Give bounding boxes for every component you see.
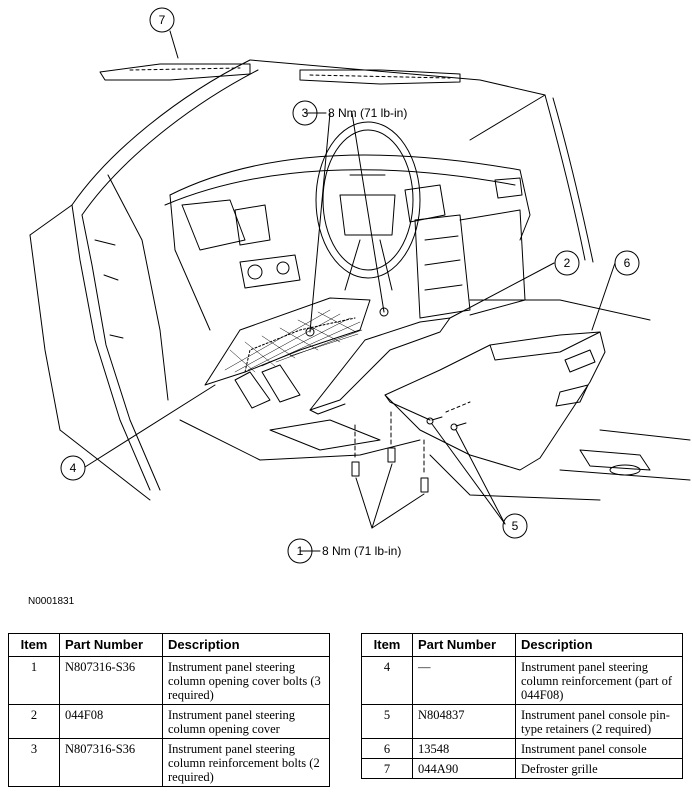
cell-description: Defroster grille [515, 758, 683, 779]
steering-column-reinforcement [204, 297, 371, 386]
cell-description: Instrument panel console pin-type retain… [515, 704, 683, 739]
cell-item: 2 [8, 704, 60, 739]
cell-item: 5 [361, 704, 413, 739]
cell-description: Instrument panel steering column reinfor… [515, 656, 683, 705]
callout-number-6: 6 [624, 256, 631, 270]
header-item: Item [361, 633, 413, 657]
table-row: 4 — Instrument panel steering column rei… [361, 656, 683, 705]
windshield-frame [249, 59, 594, 263]
cell-description: Instrument panel console [515, 738, 683, 759]
instrument-panel [164, 154, 531, 331]
cell-item: 3 [8, 738, 60, 787]
callout-number-4: 4 [70, 461, 77, 475]
cell-description: Instrument panel steering column reinfor… [162, 738, 330, 787]
steering-column-opening-cover [309, 317, 451, 415]
cell-item: 7 [361, 758, 413, 779]
callout-number-5: 5 [512, 519, 519, 533]
pedals-floor [179, 364, 421, 461]
exploded-view-illustration: 7 3 8 Nm (71 lb-in) 2 6 4 5 1 8 Nm (71 l… [29, 7, 691, 564]
header-part-number: Part Number [59, 633, 163, 657]
cell-part-number: — [412, 656, 516, 705]
cell-item: 1 [8, 656, 60, 705]
table-row: 3 N807316-S36 Instrument panel steering … [8, 738, 330, 787]
a-pillar-frame [29, 59, 259, 501]
cell-part-number: 044A90 [412, 758, 516, 779]
figure-id: N0001831 [28, 596, 75, 607]
defroster-grille [99, 63, 461, 85]
callout-torque-3: 8 Nm (71 lb-in) [328, 106, 407, 120]
callout-number-2: 2 [564, 256, 571, 270]
reinforcement-hatching [224, 309, 363, 373]
parts-table-left: Item Part Number Description 1 N807316-S… [8, 633, 330, 787]
cell-item: 4 [361, 656, 413, 705]
cell-part-number: N807316-S36 [59, 656, 163, 705]
cell-part-number: N804837 [412, 704, 516, 739]
cell-description: Instrument panel steering column opening… [162, 656, 330, 705]
header-part-number: Part Number [412, 633, 516, 657]
table-header-row: Item Part Number Description [361, 633, 683, 657]
instrument-panel-console [384, 331, 606, 471]
callout-circle-2 [554, 250, 580, 276]
callout-number-7: 7 [159, 13, 166, 27]
table-row: 6 13548 Instrument panel console [361, 738, 683, 759]
parts-table-right: Item Part Number Description 4 — Instrum… [361, 633, 683, 779]
header-description: Description [515, 633, 683, 657]
table-header-row: Item Part Number Description [8, 633, 330, 657]
callout-number-1: 1 [297, 544, 304, 558]
floor-detail-right [429, 299, 691, 501]
table-row: 5 N804837 Instrument panel console pin-t… [361, 704, 683, 739]
cell-part-number: N807316-S36 [59, 738, 163, 787]
cell-part-number: 13548 [412, 738, 516, 759]
cell-part-number: 044F08 [59, 704, 163, 739]
callout-circle-3 [292, 100, 318, 126]
leader-lines [84, 30, 616, 552]
callout-circle-6 [614, 250, 640, 276]
table-row: 7 044A90 Defroster grille [361, 758, 683, 779]
header-description: Description [162, 633, 330, 657]
callout-torque-1: 8 Nm (71 lb-in) [322, 544, 401, 558]
cell-description: Instrument panel steering column opening… [162, 704, 330, 739]
cell-item: 6 [361, 738, 413, 759]
steering-wheel [315, 121, 421, 291]
callout-circle-7 [149, 7, 175, 33]
callout-number-3: 3 [302, 106, 309, 120]
callout-circle-5 [502, 513, 528, 539]
table-row: 2 044F08 Instrument panel steering colum… [8, 704, 330, 739]
table-row: 1 N807316-S36 Instrument panel steering … [8, 656, 330, 705]
callout-circle-4 [60, 455, 86, 481]
callout-circle-1 [287, 538, 313, 564]
header-item: Item [8, 633, 60, 657]
